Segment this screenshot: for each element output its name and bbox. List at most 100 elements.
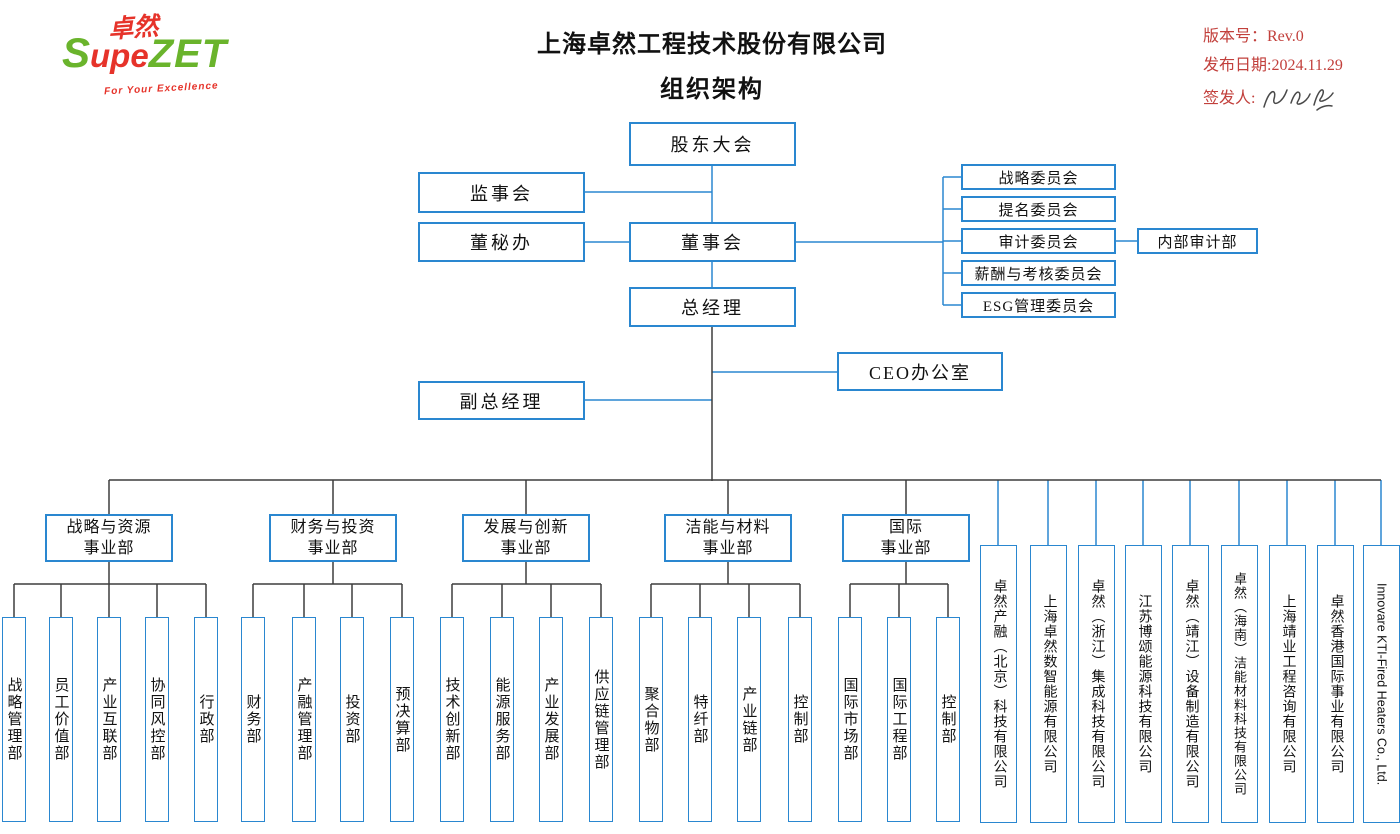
node-label: 卓然香港国际事业有限公司: [1328, 594, 1344, 774]
node-division-development-innovation: 发展与创新事业部: [462, 514, 590, 562]
signer-label: 签发人:: [1203, 89, 1256, 107]
node-label: 协同风控部: [148, 677, 165, 762]
node-label: 产融管理部: [295, 677, 312, 762]
node-dept-polymer: 聚合物部: [639, 617, 663, 822]
node-label: 投资部: [343, 694, 360, 745]
node-dept-industry-interconnection: 产业互联部: [97, 617, 121, 822]
node-label: 卓然（海南）洁能材料科技有限公司: [1232, 572, 1247, 796]
node-deputy-general-manager: 副总经理: [418, 381, 585, 420]
node-label: 财务部: [244, 694, 261, 745]
node-nomination-committee: 提名委员会: [961, 196, 1116, 222]
node-dept-industry-finance-management: 产融管理部: [292, 617, 316, 822]
node-audit-committee: 审计委员会: [961, 228, 1116, 254]
node-subsidiary-jiangsu-bosong-energy: 江苏博颂能源科技有限公司: [1125, 545, 1162, 823]
node-dept-budget-final-accounts: 预决算部: [390, 617, 414, 822]
node-label: 行政部: [197, 694, 214, 745]
node-dept-strategy-management: 战略管理部: [2, 617, 26, 822]
node-label: 战略委员会: [998, 170, 1079, 187]
node-label: 副总经理: [459, 391, 544, 412]
node-dept-control-cleanenergy: 控制部: [788, 617, 812, 822]
node-label: 总经理: [681, 298, 744, 318]
node-dept-technology-innovation: 技术创新部: [440, 617, 464, 822]
version-label: 版本号：Rev.0: [1203, 28, 1304, 45]
node-internal-audit-dept: 内部审计部: [1137, 228, 1258, 254]
node-subsidiary-zhuoran-hainan-cleanenergy-materials: 卓然（海南）洁能材料科技有限公司: [1221, 545, 1258, 823]
node-dept-finance: 财务部: [241, 617, 265, 822]
node-label: 能源服务部: [493, 677, 510, 762]
node-dept-synergy-risk-control: 协同风控部: [145, 617, 169, 822]
node-label: 内部审计部: [1157, 234, 1238, 251]
node-dept-international-market: 国际市场部: [838, 617, 862, 822]
node-division-cleanenergy-materials: 洁能与材料事业部: [664, 514, 792, 562]
node-subsidiary-shanghai-jingye-engineering-consulting: 上海靖业工程咨询有限公司: [1269, 545, 1306, 823]
node-compensation-committee: 薪酬与考核委员会: [961, 260, 1116, 286]
node-label: 供应链管理部: [592, 668, 609, 771]
node-label: 员工价值部: [52, 677, 69, 762]
division-line1: 国际: [888, 519, 923, 536]
division-line1: 发展与创新: [483, 519, 569, 536]
signature-scribble: [1263, 89, 1335, 111]
logo-letter-s: S: [62, 29, 91, 76]
node-board-secretary-office: 董秘办: [418, 222, 585, 262]
node-label: ESG管理委员会: [982, 298, 1095, 315]
node-label: 上海靖业工程咨询有限公司: [1280, 594, 1296, 774]
node-general-manager: 总经理: [629, 287, 796, 327]
node-label: 股东大会: [670, 135, 755, 155]
division-line2: 事业部: [83, 540, 135, 557]
division-line1: 财务与投资: [290, 519, 376, 536]
node-label: 江苏博颂能源科技有限公司: [1136, 594, 1152, 774]
page-title: 上海卓然工程技术股份有限公司 组织架构: [412, 24, 1012, 104]
release-date-label: 发布日期:2024.11.29: [1203, 57, 1343, 74]
company-name-title: 上海卓然工程技术股份有限公司: [537, 32, 887, 58]
node-label: Innovare KTI-Fired Heaters Co., Ltd.: [1374, 582, 1389, 786]
node-dept-industry-chain: 产业链部: [737, 617, 761, 822]
node-label: 卓然（浙江）集成科技有限公司: [1089, 579, 1105, 789]
node-dept-special-fiber: 特纤部: [688, 617, 712, 822]
node-label: 产业发展部: [542, 677, 559, 762]
chart-subtitle: 组织架构: [660, 77, 764, 103]
node-board-of-directors: 董事会: [629, 222, 796, 262]
node-label: 产业链部: [740, 685, 757, 754]
company-logo: 卓然 SupeZET For Your Excellence: [62, 4, 272, 97]
node-label: 卓然产融（北京）科技有限公司: [991, 579, 1007, 789]
node-subsidiary-shanghai-zhuoran-digital-energy: 上海卓然数智能源有限公司: [1030, 545, 1067, 823]
node-label: 审计委员会: [998, 234, 1079, 251]
node-label: 聚合物部: [642, 685, 659, 754]
node-dept-investment: 投资部: [340, 617, 364, 822]
division-line2: 事业部: [500, 540, 552, 557]
document-meta: 版本号：Rev.0 发布日期:2024.11.29 签发人:: [1203, 22, 1343, 116]
node-label: 薪酬与考核委员会: [974, 266, 1103, 283]
node-subsidiary-zhuoran-chanrong-beijing: 卓然产融（北京）科技有限公司: [980, 545, 1017, 823]
node-dept-control-international: 控制部: [936, 617, 960, 822]
node-label: 控制部: [939, 694, 956, 745]
node-label: 上海卓然数智能源有限公司: [1041, 594, 1057, 774]
node-dept-energy-services: 能源服务部: [490, 617, 514, 822]
node-label: 控制部: [791, 694, 808, 745]
node-division-finance-investment: 财务与投资事业部: [269, 514, 397, 562]
node-dept-international-engineering: 国际工程部: [887, 617, 911, 822]
node-ceo-office: CEO办公室: [837, 352, 1003, 391]
node-esg-committee: ESG管理委员会: [961, 292, 1116, 318]
node-dept-employee-value: 员工价值部: [49, 617, 73, 822]
node-label: 技术创新部: [443, 677, 460, 762]
division-line2: 事业部: [702, 540, 754, 557]
division-line1: 战略与资源: [66, 519, 152, 536]
node-shareholders-meeting: 股东大会: [629, 122, 796, 166]
node-label: 特纤部: [691, 694, 708, 745]
division-line2: 事业部: [880, 540, 932, 557]
node-subsidiary-zhuoran-jingjiang-equipment: 卓然（靖江）设备制造有限公司: [1172, 545, 1209, 823]
logo-letters-zet: ZET: [148, 32, 228, 76]
division-line2: 事业部: [307, 540, 359, 557]
node-division-strategy-resources: 战略与资源事业部: [45, 514, 173, 562]
node-dept-industry-development: 产业发展部: [539, 617, 563, 822]
node-label: 预决算部: [393, 685, 410, 754]
node-label: 卓然（靖江）设备制造有限公司: [1183, 579, 1199, 789]
node-label: 产业互联部: [100, 677, 117, 762]
node-label: 战略管理部: [5, 677, 22, 762]
node-label: 提名委员会: [998, 202, 1079, 219]
logo-wordmark: SupeZET: [62, 32, 272, 80]
node-subsidiary-innovare-kti-fired-heaters: Innovare KTI-Fired Heaters Co., Ltd.: [1363, 545, 1400, 823]
node-dept-administration: 行政部: [194, 617, 218, 822]
node-subsidiary-zhuoran-zhejiang-integration: 卓然（浙江）集成科技有限公司: [1078, 545, 1115, 823]
